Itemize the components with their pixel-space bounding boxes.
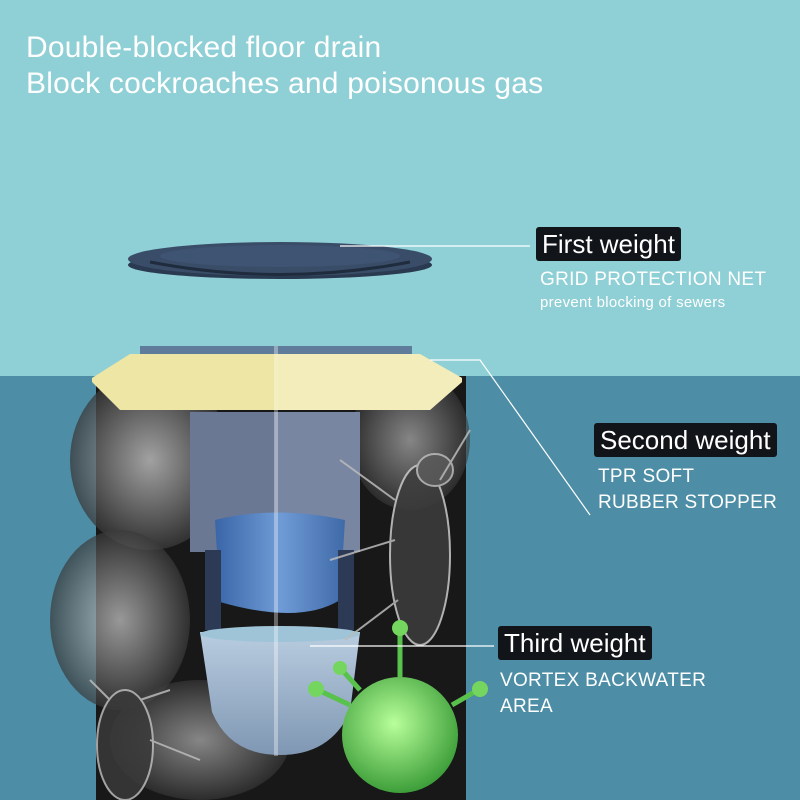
page-title: Double-blocked floor drain Block cockroa… [26, 30, 543, 102]
third-weight-line2: AREA [500, 694, 553, 720]
second-weight-line2: RUBBER STOPPER [598, 490, 777, 516]
second-weight-line1: TPR SOFT [598, 464, 694, 490]
smoke-cloud [50, 530, 190, 710]
grid-protection-net [128, 242, 432, 279]
third-weight-label: Third weight [498, 626, 652, 660]
first-weight-line2: prevent blocking of sewers [540, 293, 725, 313]
title-line-1: Double-blocked floor drain [26, 30, 543, 66]
first-weight-label: First weight [536, 227, 681, 261]
title-line-2: Block cockroaches and poisonous gas [26, 66, 543, 102]
first-weight-line1: GRID PROTECTION NET [540, 267, 766, 293]
second-weight-label: Second weight [594, 423, 777, 457]
third-weight-line1: VORTEX BACKWATER [500, 668, 706, 694]
